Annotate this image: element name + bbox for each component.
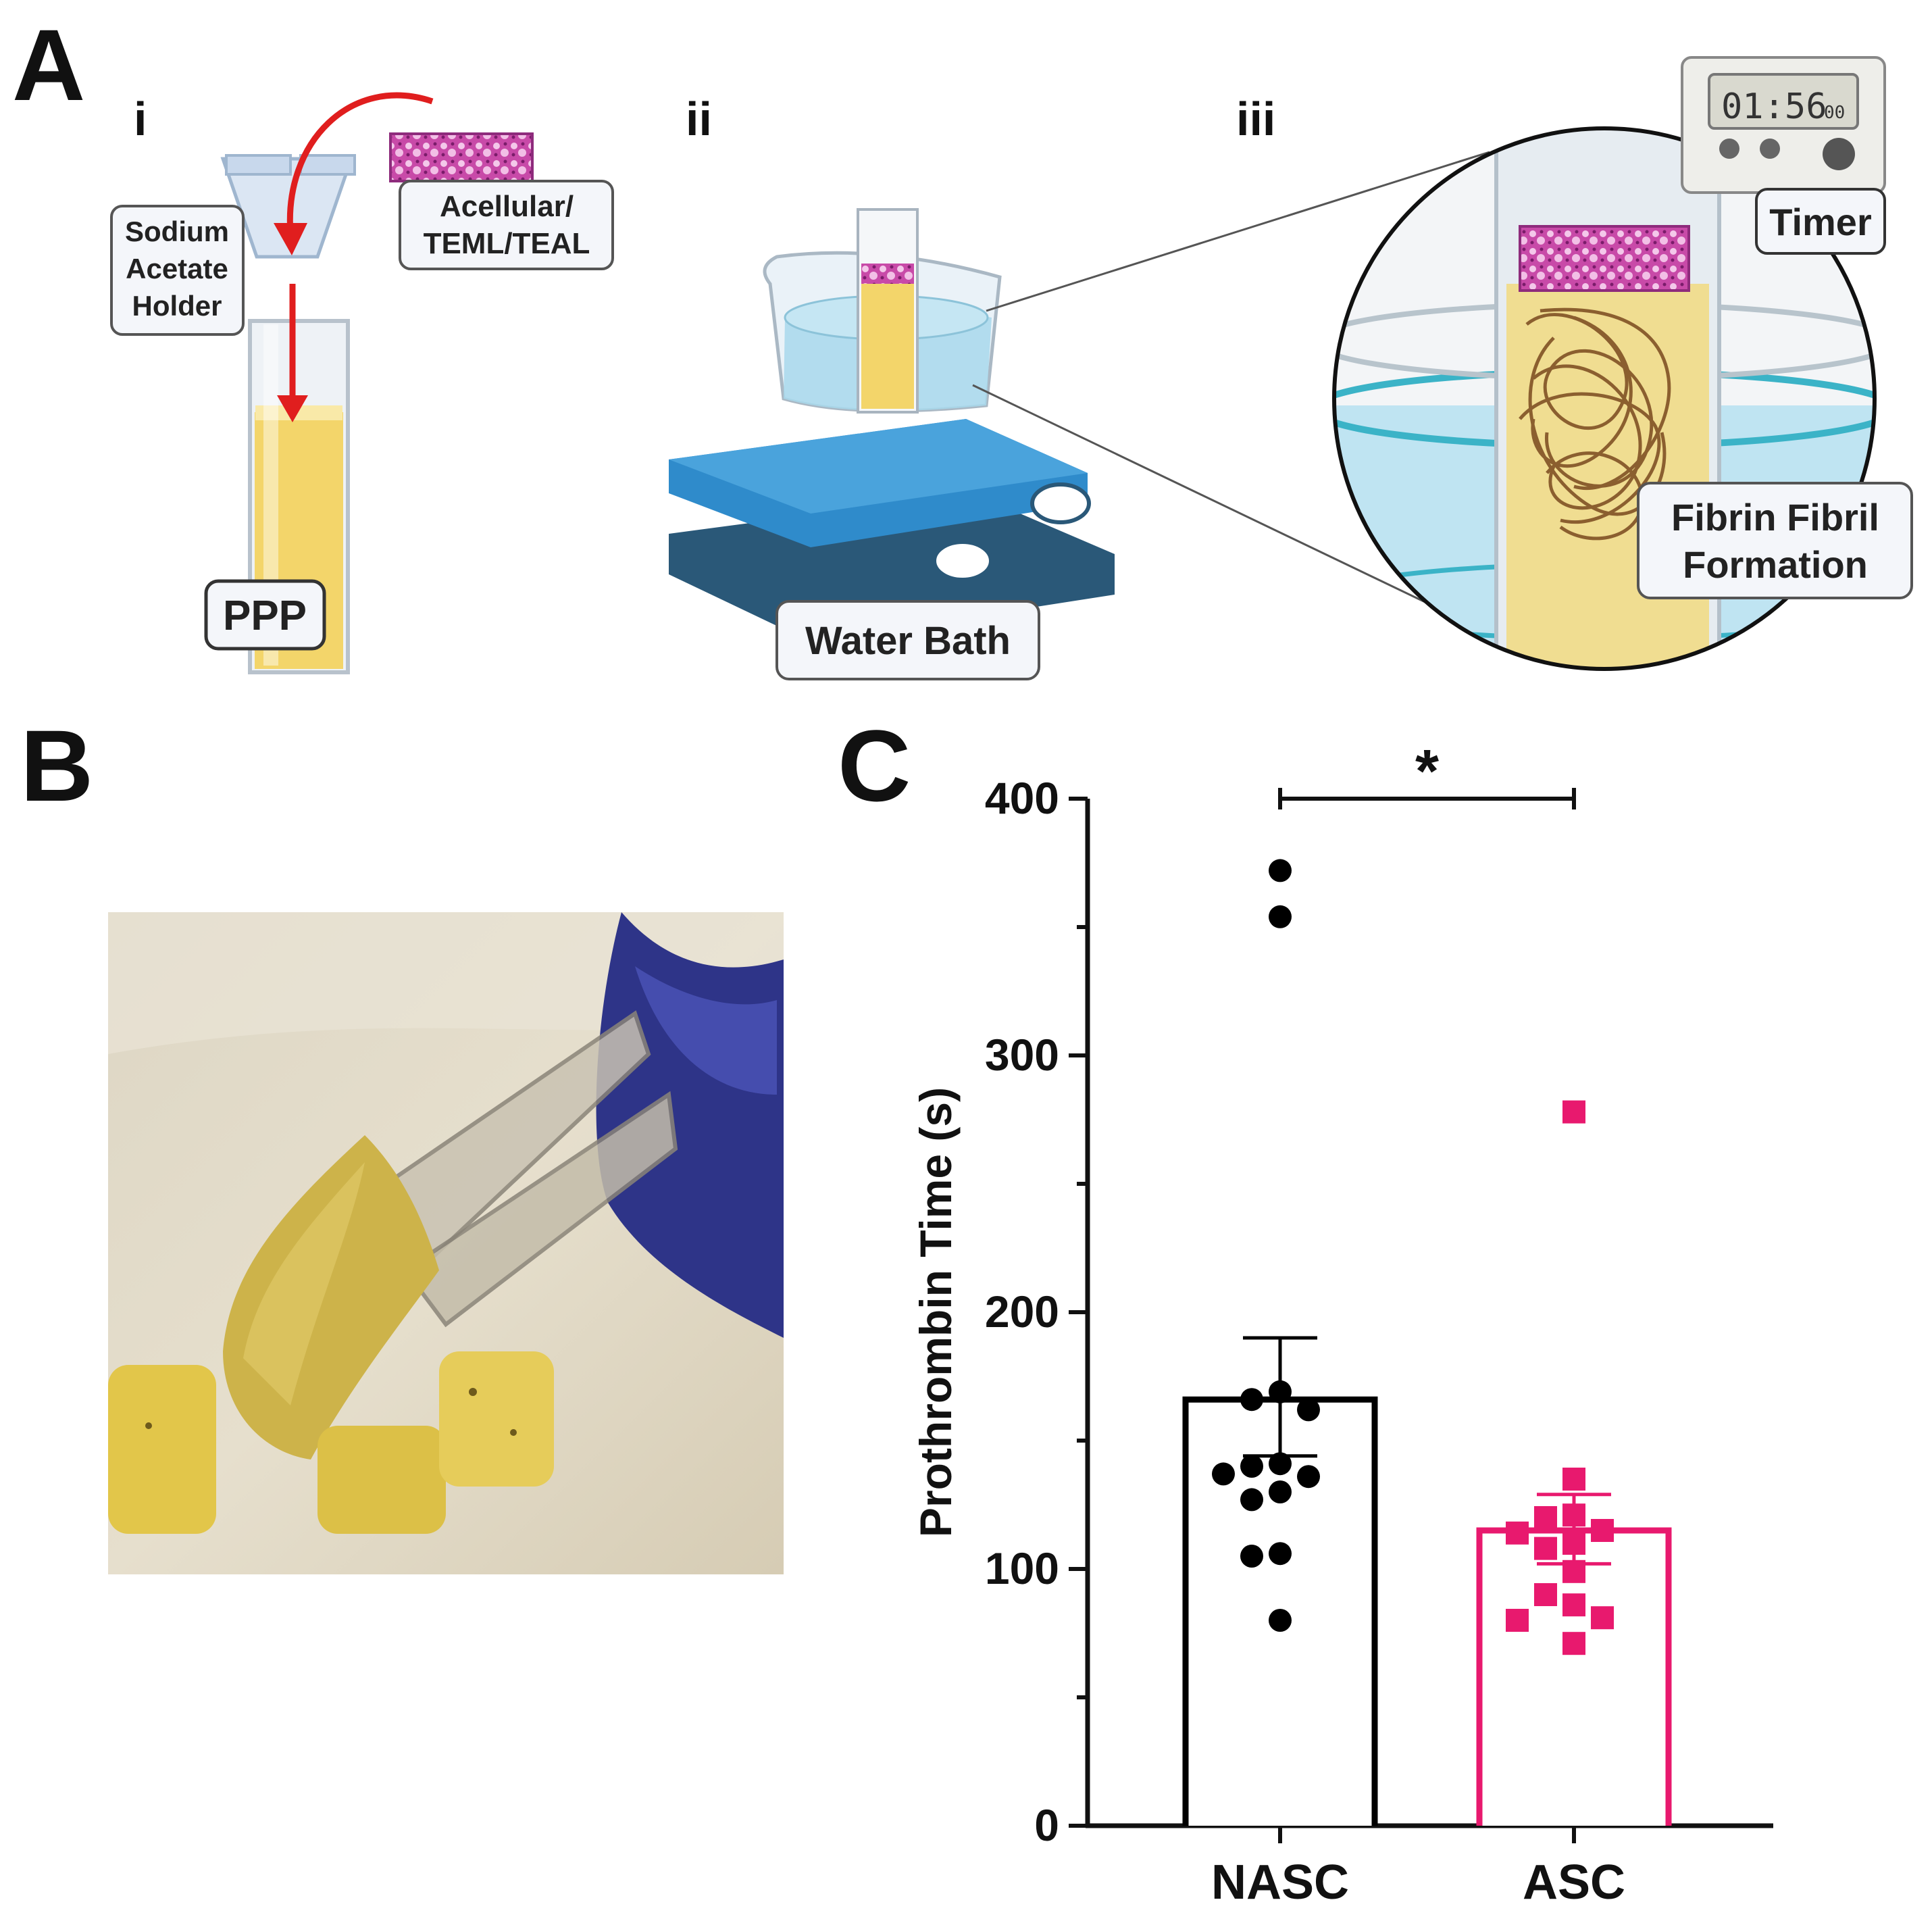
timer-display-small: 00 (1824, 103, 1845, 123)
callout-holder-line1: Sodium (125, 216, 229, 247)
callout-ppp: PPP (223, 593, 307, 639)
scaffold-sample (389, 132, 534, 182)
data-point-nasc (1240, 1488, 1263, 1512)
fibrin-fibrils (1519, 307, 1671, 541)
transfer-arrow-head (274, 223, 307, 255)
water-bath-illustration (669, 208, 1115, 642)
data-point-asc (1534, 1583, 1557, 1606)
y-tick-label: 400 (985, 773, 1059, 823)
callout-fibrin-line1: Fibrin Fibril (1671, 496, 1879, 539)
x-tick-label: ASC (1523, 1855, 1625, 1910)
callout-bath: Water Bath (805, 619, 1011, 663)
data-point-nasc (1269, 1452, 1292, 1476)
zoom-line-bottom (972, 384, 1467, 623)
data-point-asc (1562, 1593, 1585, 1617)
callout-timer: Timer (1769, 201, 1871, 243)
timer-device: 01:56 00 (1681, 56, 1886, 194)
callout-holder-line2: Acetate (126, 253, 228, 284)
zoom-line-top (986, 151, 1490, 312)
clot-photograph (108, 912, 784, 1574)
callout-timer-box (1755, 188, 1886, 255)
panel-a-label: A (12, 8, 85, 122)
data-point-nasc (1297, 1465, 1320, 1489)
callout-fibrin-line2: Formation (1683, 543, 1868, 586)
data-point-asc (1534, 1537, 1557, 1560)
data-point-nasc (1269, 1542, 1292, 1566)
y-tick-label: 200 (985, 1287, 1059, 1337)
y-tick-label: 100 (985, 1543, 1059, 1593)
panel-b: B (20, 709, 784, 1574)
callout-holder-line3: Holder (132, 290, 222, 322)
data-point-asc (1506, 1609, 1529, 1632)
data-point-asc (1591, 1606, 1614, 1630)
pour-arrow-head (277, 395, 308, 422)
panel-c-label: C (838, 709, 911, 822)
data-point-asc (1534, 1506, 1557, 1529)
subpanel-ii-label: ii (686, 93, 712, 145)
data-point-asc (1562, 1503, 1585, 1527)
y-tick-label: 300 (985, 1030, 1059, 1080)
data-point-nasc (1269, 1480, 1292, 1503)
data-point-nasc (1297, 1398, 1320, 1422)
data-point-nasc (1240, 1545, 1263, 1568)
panel-b-label: B (20, 709, 93, 822)
data-point-asc (1506, 1521, 1529, 1545)
significance-marker: * (1415, 738, 1439, 805)
callout-holder-box (110, 205, 245, 336)
data-point-asc (1562, 1100, 1585, 1124)
x-tick-label: NASC (1211, 1855, 1349, 1910)
zoom-circle (1332, 126, 1877, 671)
data-point-nasc (1269, 1609, 1292, 1632)
data-point-nasc (1269, 1380, 1292, 1403)
data-point-asc (1562, 1468, 1585, 1491)
transfer-arrow (286, 92, 434, 234)
data-point-nasc (1212, 1462, 1235, 1486)
data-point-nasc (1269, 859, 1292, 882)
callout-bath-box (776, 600, 1040, 680)
data-point-nasc (1240, 1455, 1263, 1478)
data-point-nasc (1240, 1388, 1263, 1412)
callout-fibrin-box (1637, 482, 1913, 599)
subpanel-iii-label: iii (1236, 93, 1275, 145)
timer-display: 01:56 (1721, 86, 1827, 127)
data-point-asc (1562, 1632, 1585, 1655)
callout-sample-line2: TEML/TEAL (424, 227, 590, 260)
y-axis-label: Prothrombin Time (s) (911, 1087, 961, 1537)
callout-sample-line1: Acellular/ (440, 190, 574, 223)
subpanel-i-label: i (134, 93, 147, 145)
panel-a: A i ii iii Sodium Acetate Holder Acellul… (12, 8, 1913, 680)
data-point-asc (1591, 1519, 1614, 1542)
holder-illustration (220, 154, 356, 259)
y-tick-label: 0 (1034, 1800, 1059, 1850)
callout-ppp-box (204, 579, 326, 651)
data-point-nasc (1269, 905, 1292, 928)
data-point-asc (1562, 1560, 1585, 1583)
data-point-asc (1562, 1532, 1585, 1555)
callout-sample-box (399, 180, 614, 270)
